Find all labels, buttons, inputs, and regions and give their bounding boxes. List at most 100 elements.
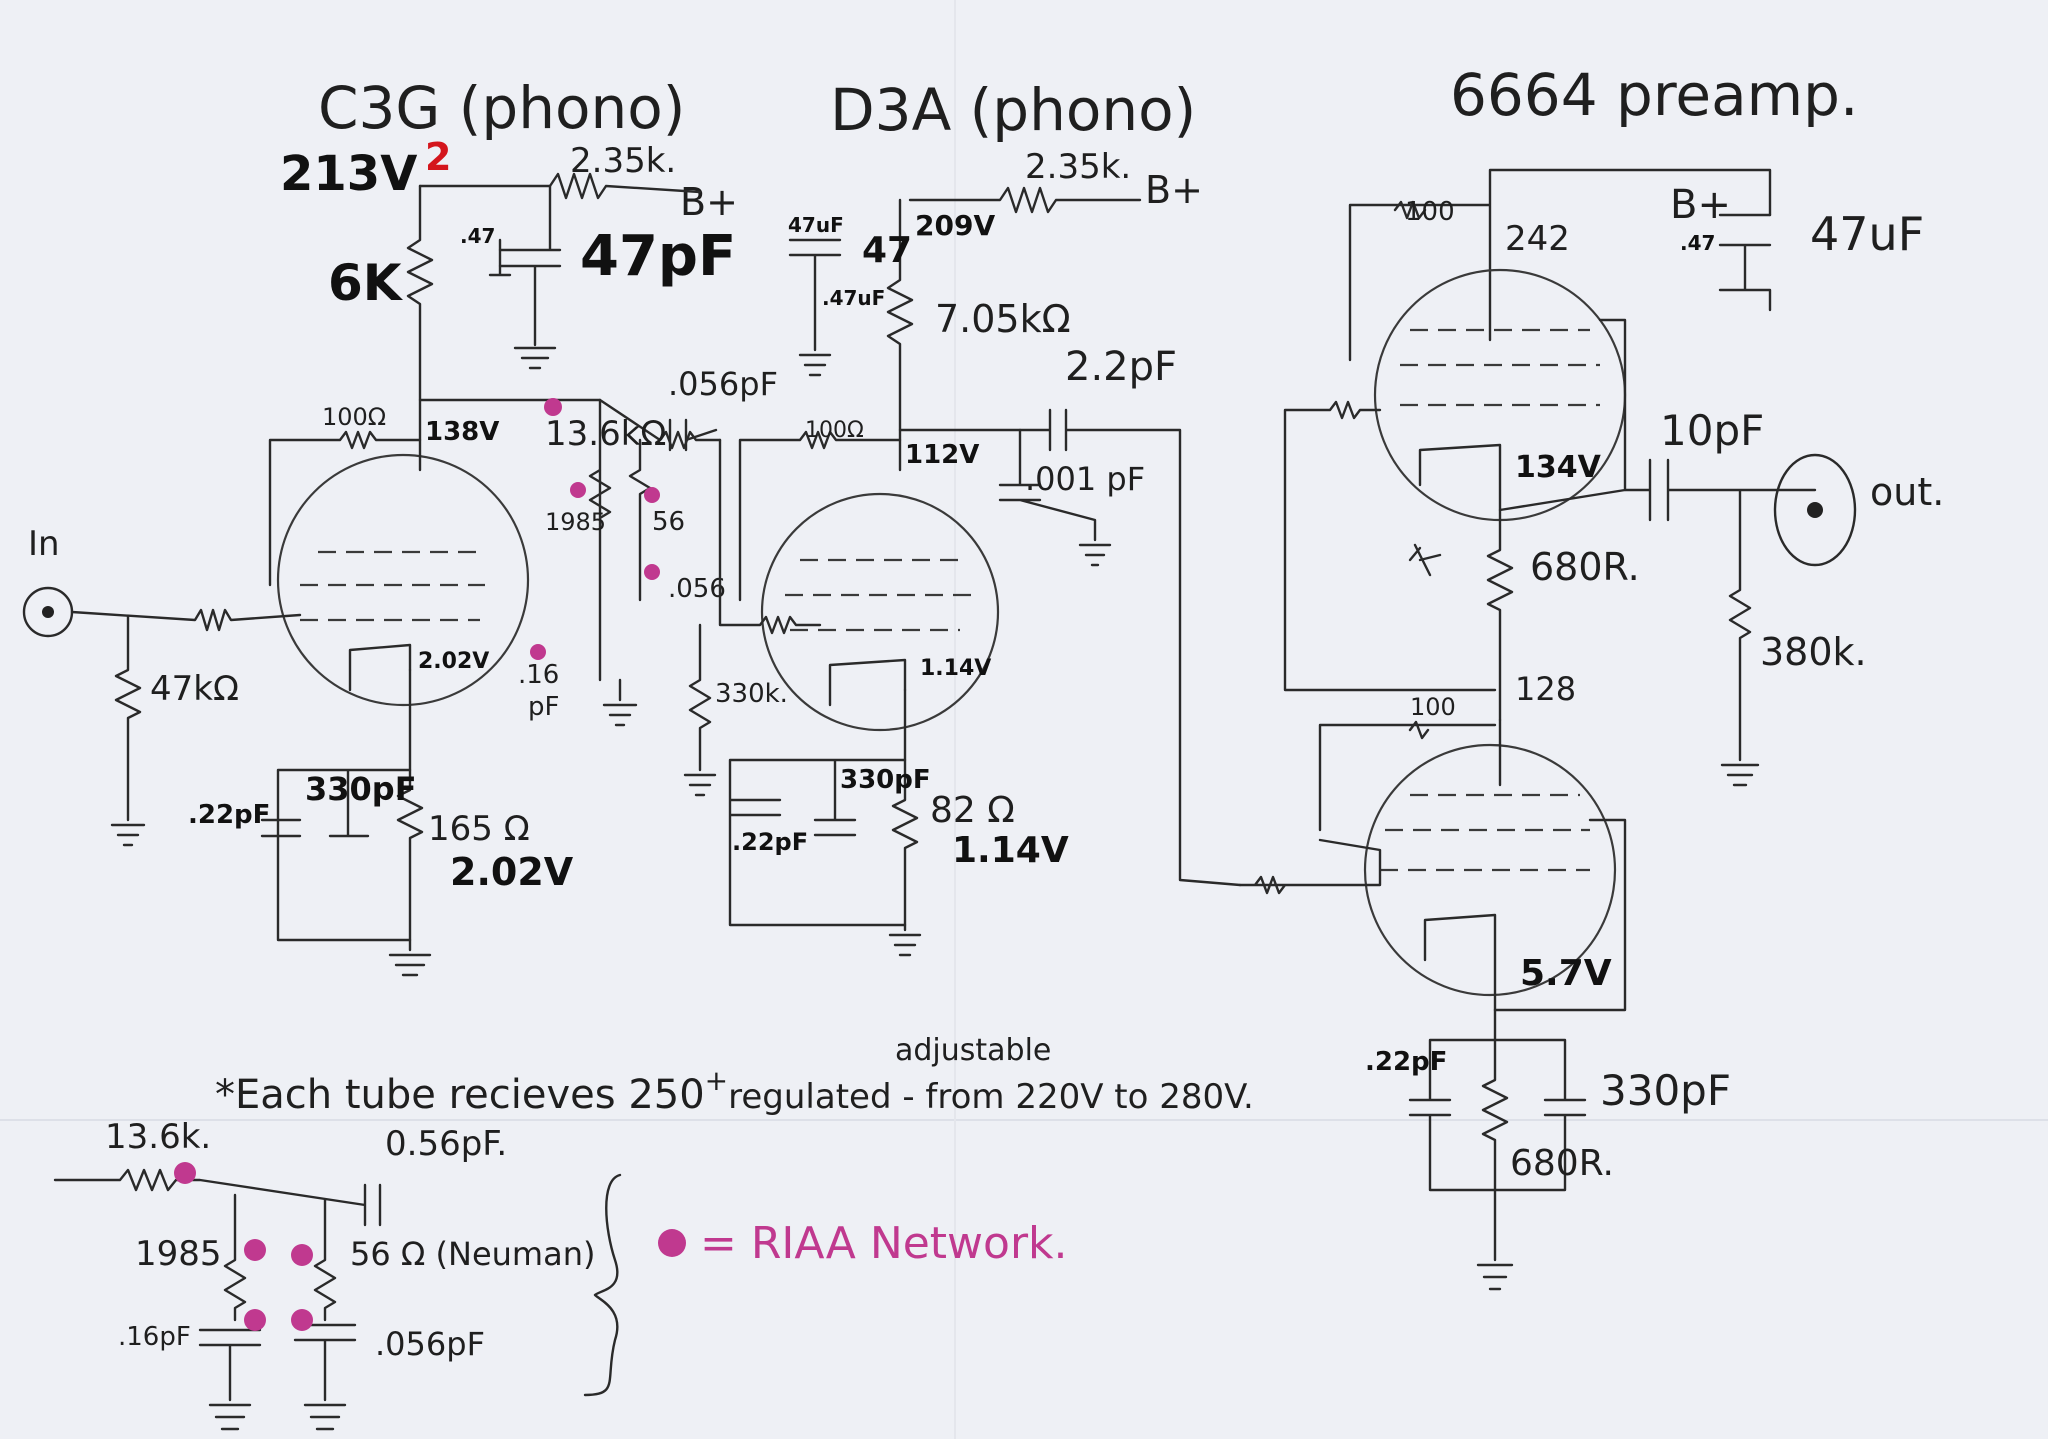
preamp-output-network [1623,458,1817,787]
d3a-cathode-resistor-label: 82 Ω [930,790,1015,831]
c3g-riaa-cap [668,418,718,452]
riaa-detail-dot-5 [291,1309,313,1331]
c3g-grid-resistor-label: 47kΩ [150,669,239,709]
d3a-cap-small-label: 47uF [788,213,844,237]
d3a-cap-small2-label: .47uF [822,286,885,310]
d3a-input-network [683,438,822,797]
note-annotation: adjustable [895,1033,1051,1068]
c3g-title: C3G (phono) [318,74,685,142]
riaa-detail-dot-4 [244,1309,266,1331]
d3a-bypass-cap2-label: 330pF [840,765,931,795]
preamp-supply-wire [1348,168,1772,362]
c3g-tube-envelope [276,453,530,707]
preamp-lower-plate-wire [1493,818,1627,1012]
d3a-grid-stop-label: 100Ω [805,418,864,443]
preamp-lower-cathode-voltage: 5.7V [1520,953,1612,994]
riaa-detail-dot-3 [291,1244,313,1266]
c3g-cathode-voltage: 2.02V [418,649,489,674]
riaa-legend-dot [658,1229,686,1257]
c3g-riaa-ground [602,678,638,727]
riaa-detail-brace [583,1173,622,1397]
d3a-bplus-resistor [908,186,1142,214]
preamp-bypass-cap1-label: .22pF [1365,1047,1447,1077]
d3a-tube-cathode [828,658,907,707]
riaa-detail: 13.6k. 0.56pF. 1985 56 Ω (Neuman) .16pF … [53,1117,1068,1431]
riaa-marker-2 [570,482,586,498]
c3g-supply-voltage: 213V [280,146,417,202]
c3g-bplus-label: B+ [680,180,738,224]
c3g-bplus-resistor [418,172,702,200]
c3g-tube-cathode [348,643,412,692]
c3g-bypass-cap2-label: 330pF [305,770,417,808]
preamp-cap-small-label: .47 [1680,231,1715,255]
preamp-title: 6664 preamp. [1450,61,1858,129]
preamp-bypass-cap2-label: 330pF [1600,1066,1731,1115]
d3a-supply-voltage: 209V [915,209,995,242]
preamp-cathode-resistor-label: 680R. [1510,1143,1614,1184]
preamp-mid-resistor [1486,508,1514,722]
c3g-riaa-r1-label: 1985 [545,508,606,536]
c3g-grid-resistor [110,614,146,847]
riaa-detail-dot-1 [174,1162,196,1184]
d3a-plate-resistor-label: 7.05kΩ [935,297,1071,341]
c3g-riaa-network [588,398,722,682]
preamp-mid-voltage: 128 [1515,670,1576,708]
preamp-lower-grid-wiring [1238,718,1502,895]
c3g-small-cap [488,238,512,277]
d3a-bplus-resistor-label: 2.35k. [1025,147,1131,187]
preamp-output-jack[interactable] [1773,453,1857,567]
c3g-cathode-resistor [388,668,432,977]
riaa-marker-5 [530,644,546,660]
d3a-decoupling-cap [788,238,842,377]
d3a-bplus-label: B+ [1145,168,1203,212]
preamp-lower-cathode [1423,913,1497,1012]
preamp-lower-tube [1363,743,1617,997]
c3g-cap-small-label: .47 [460,224,495,248]
c3g-bypass-cap1-label: .22pF [188,800,270,830]
riaa-detail-r2-label: 1985 [135,1234,222,1274]
preamp-grid-stop-label: 100 [1405,197,1455,227]
preamp-out-label: out. [1870,470,1944,514]
c3g-plate-wire [418,398,602,472]
d3a-grid-stop [738,430,902,602]
preamp-decoupling-cap [1718,213,1772,312]
c3g-input-pin [42,606,54,618]
preamp-output-resistor-label: 380k. [1760,630,1867,674]
c3g-bplus-resistor-label: 2.35k. [570,141,676,181]
c3g-riaa-c3-label: .16 [518,660,559,690]
d3a-cathode-voltage2: 1.14V [952,830,1069,871]
riaa-detail-dot-2 [244,1239,266,1261]
d3a-cap-big-label: 47 [862,230,912,271]
d3a-shunt-cap [998,428,1112,567]
preamp-upper-cathode [1418,318,1627,512]
preamp-output-pin [1807,502,1823,518]
d3a-coupling-cap-label: 2.2pF [1065,344,1177,390]
c3g-bypass-caps [260,768,412,942]
riaa-detail-c3-label: .056pF [375,1325,485,1363]
c3g-input-resistor [70,608,302,632]
d3a-title: D3A (phono) [830,76,1196,144]
c3g-grid-stop-label: 100Ω [322,403,386,431]
d3a-stage: D3A (phono) 209V 2.35k. B+ 7.05kΩ 47uF 4… [683,76,1242,957]
c3g-riaa-r2-label: 56 [652,507,685,537]
c3g-input-label: In [28,524,60,564]
preamp-lower-grids [1380,793,1590,872]
preamp-crossed-mark [1408,543,1442,577]
preamp-cathode-network [1408,1008,1587,1291]
d3a-plate-resistor [886,198,914,472]
d3a-tube-grids [785,558,975,632]
riaa-marker-4 [644,564,660,580]
c3g-tube-grids [300,550,485,622]
note-text: *Each tube recieves 250+regulated - from… [215,1064,1254,1118]
d3a-bypass-caps [728,758,907,927]
c3g-cathode-voltage2: 2.02V [450,850,574,894]
preamp-6664-stage: 6664 preamp. 100 242 B+ .47 47uF 134V 68… [1238,61,1944,1291]
c3g-plate-resistor-label: 6K [328,254,404,312]
c3g-riaa-c3-unit: pF [528,692,559,722]
riaa-detail-r3-label: 56 Ω (Neuman) [350,1235,595,1273]
riaa-detail-r1-label: 13.6k. [105,1117,211,1157]
riaa-marker-1 [544,398,562,416]
riaa-marker-3 [644,487,660,503]
d3a-cathode-voltage: 1.14V [920,656,991,681]
